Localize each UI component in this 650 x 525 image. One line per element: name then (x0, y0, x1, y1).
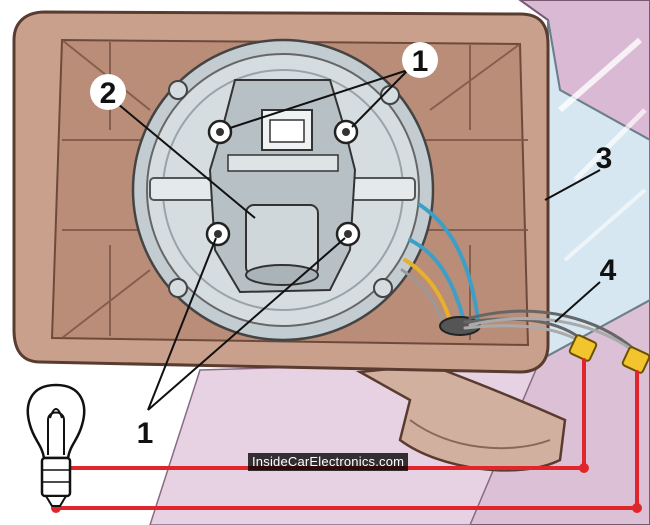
svg-text:2: 2 (100, 77, 117, 110)
screw-icon-top-left (207, 119, 233, 145)
bulb-icon (26, 383, 86, 507)
svg-text:4: 4 (600, 254, 617, 287)
internal-wires (400, 203, 481, 336)
screw-icon-bottom-left (205, 221, 231, 247)
callout-motor: 2 (90, 74, 126, 110)
motor-icon (208, 79, 357, 294)
callout-housing: 3 (596, 142, 613, 175)
callout-screws-top: 1 (402, 42, 438, 78)
connector-icon-left (568, 334, 598, 362)
svg-text:3: 3 (596, 142, 613, 175)
leader-lines (117, 69, 601, 411)
window-glass (538, 19, 650, 362)
watermark-label: InsideCarElectronics.com (248, 453, 409, 471)
svg-text:1: 1 (412, 45, 429, 78)
callout-wires: 4 (600, 254, 617, 287)
callout-screws-bottom: 1 (127, 414, 163, 450)
connector-icon-right (621, 346, 650, 374)
mirror-mount-arm (355, 363, 567, 472)
svg-text:1: 1 (137, 417, 154, 450)
